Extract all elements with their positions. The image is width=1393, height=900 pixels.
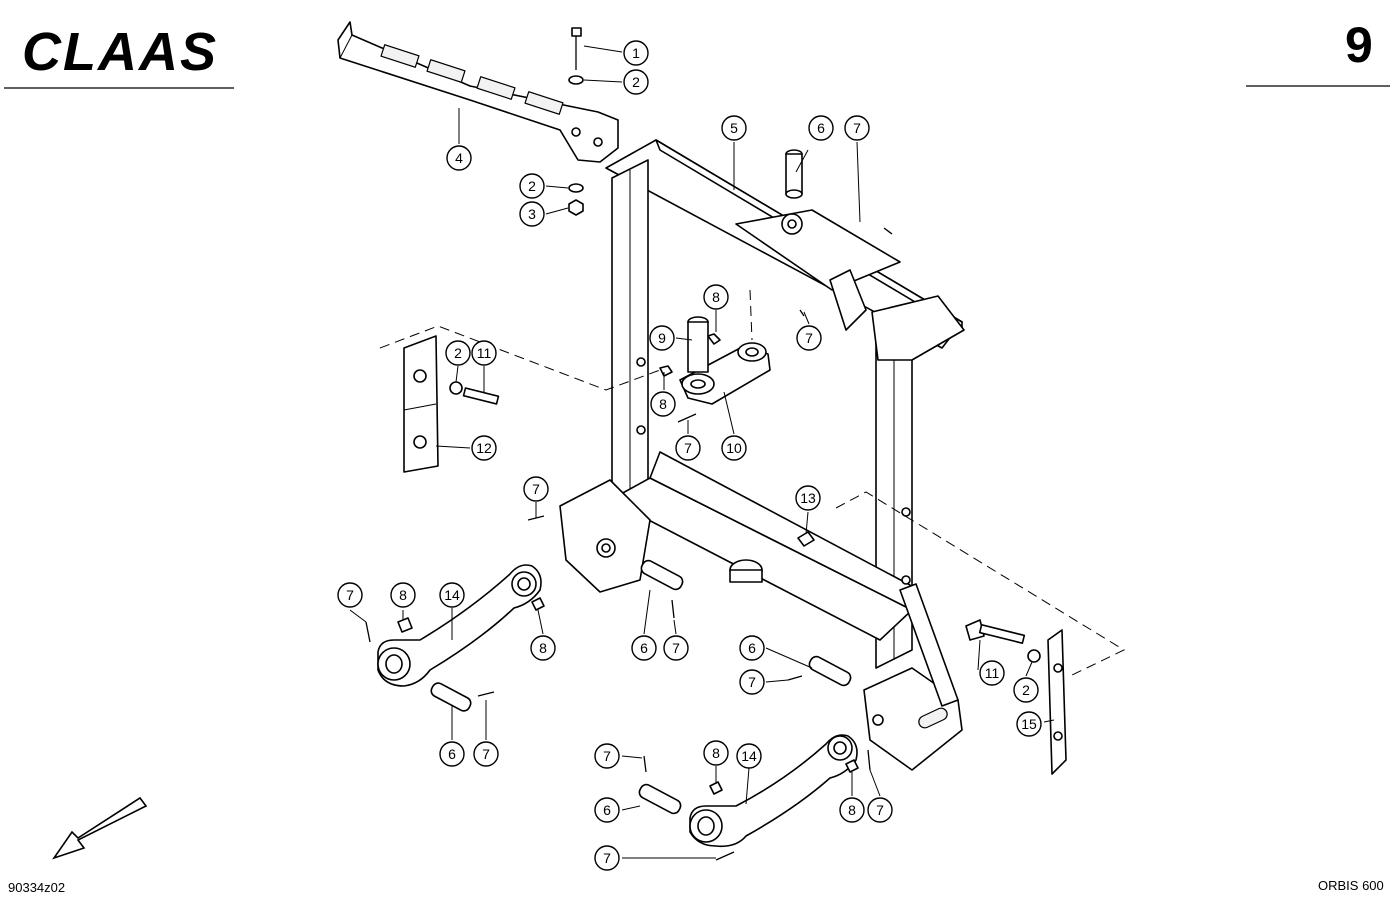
svg-text:7: 7 — [603, 748, 611, 764]
svg-text:8: 8 — [659, 396, 667, 412]
callout-14a: 14 — [439, 582, 465, 608]
svg-text:8: 8 — [712, 745, 720, 761]
callout-1: 1 — [623, 40, 649, 66]
direction-arrow-icon — [51, 796, 148, 860]
callout-8c: 8 — [390, 582, 416, 608]
svg-text:6: 6 — [640, 640, 648, 656]
svg-text:2: 2 — [454, 345, 462, 361]
svg-text:8: 8 — [539, 640, 547, 656]
callout-8e: 8 — [703, 740, 729, 766]
callout-6b: 6 — [631, 635, 657, 661]
svg-text:12: 12 — [476, 440, 492, 456]
svg-text:7: 7 — [672, 640, 680, 656]
brand-logo: CLAAS — [22, 22, 218, 82]
pin-top — [785, 149, 803, 199]
callout-2b: 2 — [519, 173, 545, 199]
svg-text:2: 2 — [1022, 682, 1030, 698]
svg-text:11: 11 — [477, 345, 492, 361]
side-plate-right — [965, 619, 1067, 775]
callout-7j: 7 — [867, 797, 893, 823]
callout-7k: 7 — [594, 845, 620, 871]
callout-2c: 2 — [445, 340, 471, 366]
svg-text:3: 3 — [528, 206, 536, 222]
svg-text:6: 6 — [603, 802, 611, 818]
callout-3: 3 — [519, 201, 545, 227]
callout-6c: 6 — [739, 635, 765, 661]
lower-link-left — [377, 564, 542, 687]
main-frame — [559, 139, 965, 771]
callout-8a: 8 — [703, 284, 729, 310]
callout-2a: 2 — [623, 69, 649, 95]
callout-7i: 7 — [594, 743, 620, 769]
callout-10: 10 — [721, 435, 747, 461]
roll-pins — [365, 309, 871, 861]
svg-text:15: 15 — [1021, 716, 1037, 732]
svg-text:7: 7 — [482, 746, 490, 762]
svg-text:7: 7 — [684, 440, 692, 456]
bracket-part — [337, 21, 619, 163]
callout-6e: 6 — [594, 797, 620, 823]
callout-7b: 7 — [796, 325, 822, 351]
pins — [430, 559, 852, 815]
svg-text:2: 2 — [632, 74, 640, 90]
callout-7c: 7 — [675, 435, 701, 461]
svg-text:7: 7 — [748, 674, 756, 690]
svg-text:8: 8 — [848, 802, 856, 818]
callout-6d: 6 — [439, 741, 465, 767]
svg-text:7: 7 — [853, 120, 861, 136]
callout-7a: 7 — [844, 115, 870, 141]
svg-text:7: 7 — [805, 330, 813, 346]
svg-text:8: 8 — [712, 289, 720, 305]
svg-text:14: 14 — [741, 748, 757, 764]
callout-9: 9 — [649, 325, 675, 351]
svg-text:2: 2 — [528, 178, 536, 194]
page-number: 9 — [1345, 17, 1373, 73]
svg-text:6: 6 — [748, 640, 756, 656]
callout-12: 12 — [471, 435, 497, 461]
callout-8d: 8 — [530, 635, 556, 661]
callout-7e: 7 — [337, 582, 363, 608]
svg-text:10: 10 — [726, 440, 742, 456]
svg-text:6: 6 — [448, 746, 456, 762]
side-plate-left — [403, 335, 500, 473]
svg-text:8: 8 — [399, 587, 407, 603]
leader-lines — [349, 45, 1055, 859]
svg-text:14: 14 — [444, 587, 460, 603]
svg-text:11: 11 — [985, 665, 1000, 681]
model-name: ORBIS 600 — [1318, 878, 1384, 893]
callout-6a: 6 — [808, 115, 834, 141]
drawing-id: 90334z02 — [8, 880, 65, 895]
bolt-top — [568, 27, 584, 216]
callout-11b: 11 — [979, 660, 1005, 686]
callout-7h: 7 — [473, 741, 499, 767]
callout-7g: 7 — [739, 669, 765, 695]
svg-text:1: 1 — [632, 45, 640, 61]
svg-text:4: 4 — [455, 150, 463, 166]
callout-14b: 14 — [736, 743, 762, 769]
callout-8b: 8 — [650, 391, 676, 417]
svg-text:7: 7 — [532, 481, 540, 497]
callout-5: 5 — [721, 115, 747, 141]
callout-13: 13 — [795, 485, 821, 511]
callout-4: 4 — [446, 145, 472, 171]
callout-11a: 11 — [471, 340, 497, 366]
svg-text:7: 7 — [603, 850, 611, 866]
callout-8f: 8 — [839, 797, 865, 823]
callout-15: 15 — [1016, 711, 1042, 737]
lower-link-right — [689, 734, 858, 848]
svg-text:5: 5 — [730, 120, 738, 136]
callout-2d: 2 — [1013, 677, 1039, 703]
svg-text:7: 7 — [346, 587, 354, 603]
svg-text:6: 6 — [817, 120, 825, 136]
svg-text:13: 13 — [800, 490, 816, 506]
svg-text:9: 9 — [658, 330, 666, 346]
svg-text:7: 7 — [876, 802, 884, 818]
swivel-link — [679, 316, 771, 405]
callout-7f: 7 — [663, 635, 689, 661]
callout-7d: 7 — [523, 476, 549, 502]
